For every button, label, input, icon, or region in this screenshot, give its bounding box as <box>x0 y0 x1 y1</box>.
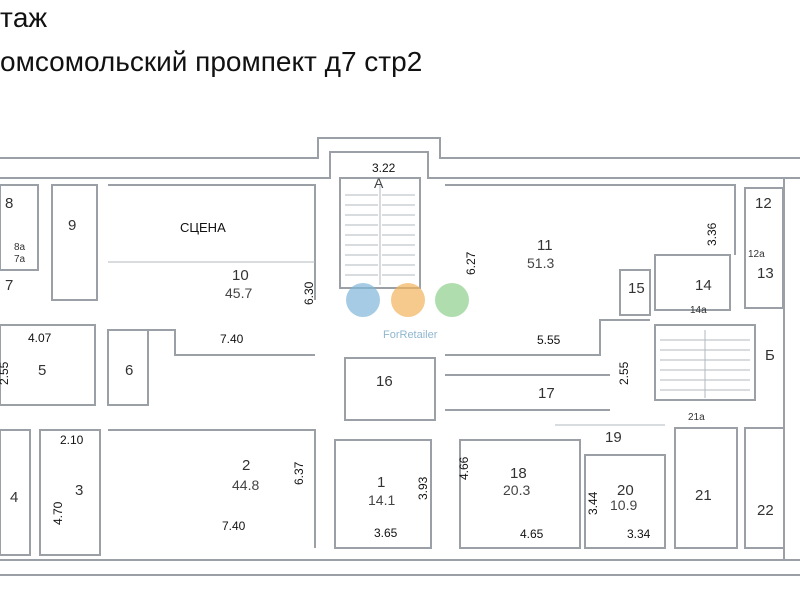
dim-6-27: 6.27 <box>464 251 478 275</box>
dim-3-44: 3.44 <box>586 491 600 515</box>
stair-b-treads <box>660 330 750 398</box>
dim-4-70: 4.70 <box>51 501 65 525</box>
room-10: 10 <box>232 267 249 284</box>
dim-4-07: 4.07 <box>28 331 52 345</box>
dim-4-65: 4.65 <box>520 527 544 541</box>
room-2: 2 <box>242 457 250 474</box>
room-12a: 12а <box>748 249 765 260</box>
dimensions: 3.22 6.27 3.36 6.30 4.07 2.55 7.40 5.55 … <box>0 161 719 541</box>
room-19: 19 <box>605 429 622 446</box>
room-13: 13 <box>757 265 774 282</box>
area-20: 10.9 <box>610 497 637 513</box>
stage-label: СЦЕНА <box>180 220 226 235</box>
dim-3-22: 3.22 <box>372 161 396 175</box>
dim-6-30: 6.30 <box>302 281 316 305</box>
dim-3-34: 3.34 <box>627 527 651 541</box>
dim-4-66: 4.66 <box>457 456 471 480</box>
dim-7-40-top: 7.40 <box>220 332 244 346</box>
area-18: 20.3 <box>503 482 530 498</box>
dim-6-37: 6.37 <box>292 461 306 485</box>
room-numbers: 8 8а 7а 7 9 5 6 4 3 10 45.7 2 44.8 16 1 … <box>5 195 774 519</box>
watermark-logo: ForRetailer <box>346 283 469 341</box>
hanger-icon <box>435 283 469 317</box>
room-12: 12 <box>755 195 772 212</box>
dim-2-10: 2.10 <box>60 433 84 447</box>
walls <box>0 137 800 576</box>
food-icon <box>391 283 425 317</box>
dim-3-93: 3.93 <box>416 476 430 500</box>
room-7a: 7а <box>14 254 26 265</box>
room-18: 18 <box>510 465 527 482</box>
floor-title: тaж <box>0 2 48 33</box>
room-7: 7 <box>5 277 13 294</box>
dim-2-55: 2.55 <box>617 361 631 385</box>
room-5: 5 <box>38 362 46 379</box>
room-21a: 21а <box>688 412 705 423</box>
room-3: 3 <box>75 482 83 499</box>
room-11: 11 <box>537 237 553 254</box>
stair-b-label: Б <box>765 347 775 364</box>
room-17: 17 <box>538 385 555 402</box>
room-14a: 14а <box>690 305 707 316</box>
watermark-text: ForRetailer <box>383 329 438 341</box>
room-8a: 8а <box>14 242 26 253</box>
room-16: 16 <box>376 373 393 390</box>
room-14: 14 <box>695 277 712 294</box>
stair-a-treads <box>345 194 415 276</box>
area-1: 14.1 <box>368 492 395 508</box>
dim-7-40-bottom: 7.40 <box>222 519 246 533</box>
cart-icon <box>346 283 380 317</box>
room-21: 21 <box>695 487 712 504</box>
room-22: 22 <box>757 502 774 519</box>
room-1: 1 <box>377 474 385 491</box>
dim-5-55: 5.55 <box>537 333 561 347</box>
room-8: 8 <box>5 195 13 212</box>
stair-a-label: А <box>374 175 384 191</box>
address-title: омсомольский промпект д7 стр2 <box>0 46 423 77</box>
room-4: 4 <box>10 489 18 506</box>
room-6: 6 <box>125 362 133 379</box>
dim-3-36: 3.36 <box>705 222 719 246</box>
room-15: 15 <box>628 280 645 297</box>
dim-2-5x: 2.55 <box>0 361 11 385</box>
room-9: 9 <box>68 217 76 234</box>
dim-3-65: 3.65 <box>374 526 398 540</box>
area-2: 44.8 <box>232 477 259 493</box>
area-11: 51.3 <box>527 255 554 271</box>
room-20: 20 <box>617 482 634 499</box>
area-10: 45.7 <box>225 285 252 301</box>
